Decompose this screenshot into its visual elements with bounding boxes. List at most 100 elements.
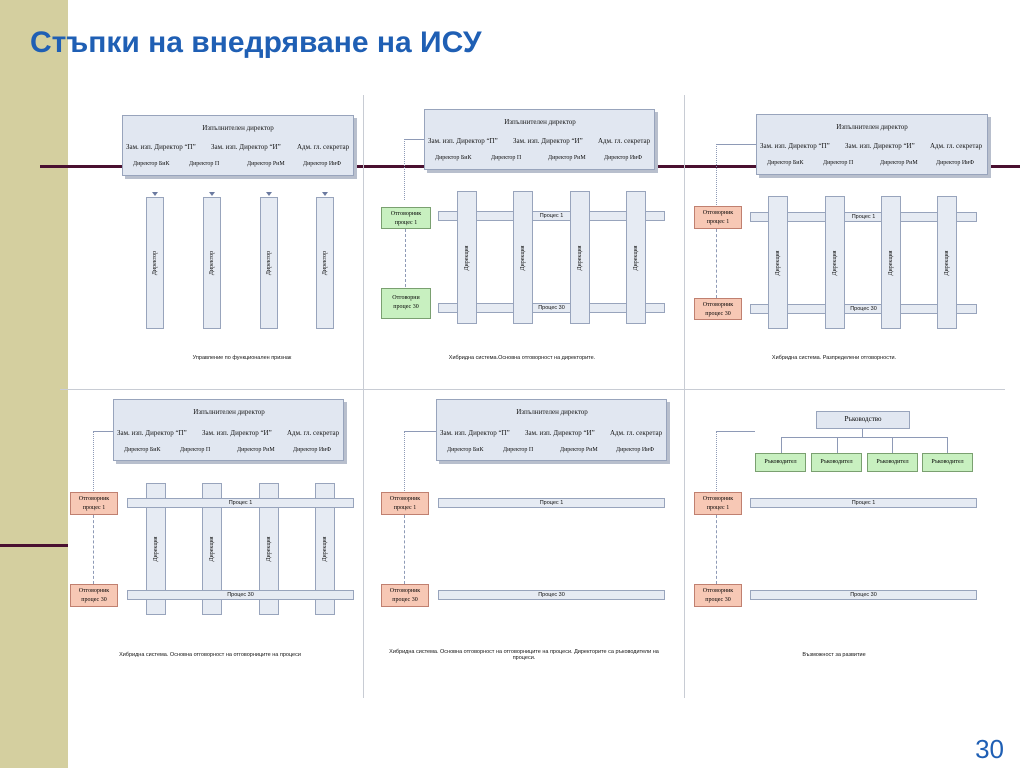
org-adm: Адм. гл. секретар (297, 143, 350, 151)
connector (404, 431, 411, 493)
arrow-icon (322, 192, 328, 196)
connector (716, 229, 717, 298)
org-d4: Директор ИиФ (604, 155, 643, 161)
process-bar-30: Процес 30 (438, 303, 665, 313)
directorate-column: Дирекция (768, 196, 788, 329)
org-d2: Директор П (189, 161, 220, 167)
arrow-icon (209, 192, 215, 196)
directorate-column: Дирекция (881, 196, 901, 329)
panel-divider (60, 389, 1005, 390)
caption-3: Хибридна система. Разпределени отговорно… (771, 355, 897, 361)
org-d3: Директор РиМ (880, 160, 918, 166)
connector (93, 431, 100, 493)
org-d3: Директор РиМ (560, 447, 598, 453)
connector (404, 515, 405, 584)
process-bar-1: Процес 1 (438, 211, 665, 221)
panel-divider (363, 95, 364, 698)
connector (94, 431, 113, 432)
org-dep-i: Зам. изп. Директор “И” (202, 429, 272, 437)
caption-1: Управление по функционален признак (192, 355, 292, 361)
directorate-column: Дирекция (259, 483, 279, 615)
panel-divider (684, 95, 685, 698)
org-adm: Адм. гл. секретар (610, 429, 663, 437)
process-bar-1: Процес 1 (750, 498, 977, 508)
org-dep-i: Зам. изп. Директор “И” (211, 143, 281, 151)
org-d1: Директор БиК (435, 155, 472, 161)
connector (947, 437, 948, 453)
connector (781, 437, 782, 453)
slide-title: Стъпки на внедряване на ИСУ (30, 26, 482, 59)
org-box: Изпълнителен директор Зам. изп. Директор… (436, 399, 667, 461)
process-bar-30: Процес 30 (127, 590, 354, 600)
org-dep-i: Зам. изп. Директор “И” (525, 429, 595, 437)
org-d1: Директор БиК (133, 161, 170, 167)
process-bar-1: Процес 1 (438, 498, 665, 508)
org-dep-i: Зам. изп. Директор “И” (513, 137, 583, 145)
leadership-box: Ръководство (816, 411, 910, 429)
org-adm: Адм. гл. секретар (287, 429, 340, 437)
org-dep-i: Зам. изп. Директор “И” (845, 142, 915, 150)
directorate-column: Дирекция (202, 483, 222, 615)
org-dep-p: Зам. изп. Директор “П” (117, 429, 187, 437)
manager-box: Ръководител (867, 453, 918, 472)
connector (892, 437, 893, 453)
connector (716, 144, 723, 207)
org-d1: Директор БиК (447, 447, 484, 453)
caption-5: Хибридна система. Основна отговорност на… (389, 649, 659, 661)
org-exec: Изпълнителен директор (202, 124, 274, 132)
directorate-column: Дирекция (570, 191, 590, 324)
process-bar-30: Процес 30 (750, 590, 977, 600)
org-d2: Директор П (491, 155, 522, 161)
arrow-icon (266, 192, 272, 196)
org-dep-p: Зам. изп. Директор “П” (126, 143, 196, 151)
org-d4: Директор ИиФ (293, 447, 332, 453)
org-d4: Директор ИиФ (616, 447, 655, 453)
org-d3: Директор РиМ (247, 161, 285, 167)
page-number: 30 (975, 734, 1004, 764)
org-dep-p: Зам. изп. Директор “П” (440, 429, 510, 437)
director-column: Директор (260, 197, 278, 329)
director-column: Директор (146, 197, 164, 329)
connector (717, 431, 755, 432)
org-dep-p: Зам. изп. Директор “П” (428, 137, 498, 145)
org-dep-p: Зам. изп. Директор “П” (760, 142, 830, 150)
directorate-column: Дирекция (457, 191, 477, 324)
org-exec: Изпълнителен директор (504, 118, 576, 126)
org-adm: Адм. гл. секретар (930, 142, 983, 150)
org-adm: Адм. гл. секретар (598, 137, 651, 145)
caption-4: Хибридна система. Основна отговорност на… (119, 652, 301, 658)
org-d3: Директор РиМ (548, 155, 586, 161)
manager-box: Ръководител (755, 453, 806, 472)
directorate-column: Дирекция (626, 191, 646, 324)
org-d3: Директор РиМ (237, 447, 275, 453)
org-exec: Изпълнителен директор (516, 408, 588, 416)
directorate-column: Дирекция (937, 196, 957, 329)
org-d1: Директор БиК (767, 160, 804, 166)
org-d4: Директор ИиФ (936, 160, 975, 166)
org-box: Изпълнителен директор Зам. изп. Директор… (122, 115, 354, 176)
org-d1: Директор БиК (124, 447, 161, 453)
sidebar-rule (0, 544, 68, 547)
caption-2: Хибридна система.Основна отговорност на … (448, 355, 596, 361)
manager-box: Ръководител (922, 453, 973, 472)
process-bar-1: Процес 1 (127, 498, 354, 508)
org-box: Изпълнителен директор Зам. изп. Директор… (424, 109, 655, 170)
caption-6: Възможност за развитие (802, 652, 866, 658)
org-box: Изпълнителен директор Зам. изп. Директор… (756, 114, 988, 175)
org-d2: Директор П (180, 447, 211, 453)
org-d2: Директор П (823, 160, 854, 166)
org-d2: Директор П (503, 447, 534, 453)
connector (716, 431, 723, 493)
org-d4: Директор ИиФ (303, 161, 342, 167)
manager-box: Ръководител (811, 453, 862, 472)
